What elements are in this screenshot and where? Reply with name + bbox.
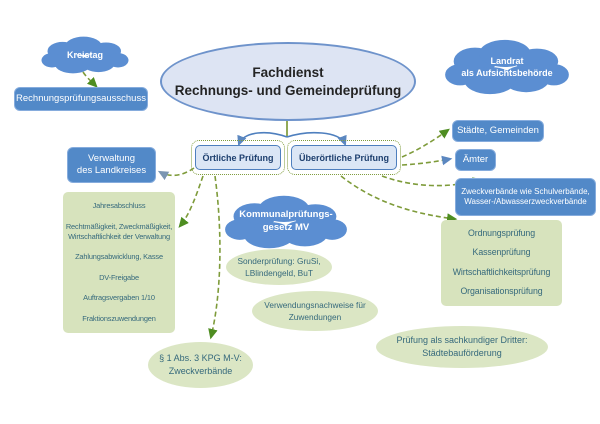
cloud-shape [225, 195, 347, 249]
ellipse-verwendungsnachweise: Verwendungsnachweise für Zuwendungen [252, 291, 378, 331]
cloud-kommunalpruefungsgesetz-label: Kommunalprüfungs- gesetz MV [239, 209, 333, 233]
ellipse-kpg-zweckverbaende: § 1 Abs. 3 KPG M-V: Zweckverbände [148, 342, 253, 388]
fachdienst-title-line2: Rechnungs- und Gemeindeprüfung [174, 82, 402, 98]
group-ueberoertliche-pruefung: Überörtliche Prüfung [287, 140, 401, 175]
cloud-shape [41, 36, 129, 74]
box-rechnungspruefungsausschuss-label: Rechnungsprüfungsausschuss [16, 92, 146, 104]
ellipse-sonderpruefung: Sonderprüfung: GruSi, LBlindengeld, BuT [226, 249, 332, 285]
box-rechnungspruefungsausschuss: Rechnungsprüfungsausschuss [14, 87, 148, 111]
panel-oertliche-aufgaben: Jahresabschluss Rechtmäßigkeit, Zweckmäß… [63, 192, 175, 333]
arrow-oertlich-to-kpg [208, 175, 221, 340]
arrow-oertlich-to-verwaltung [157, 167, 195, 181]
fachdienst-title-line1: Fachdienst [252, 64, 324, 80]
list-item: Ordnungsprüfung [468, 227, 535, 238]
box-zweckverbaende: Zweckverbände wie Schulverbände, Wasser-… [455, 178, 596, 216]
ellipse-kpg-zweckverbaende-label: § 1 Abs. 3 KPG M-V: Zweckverbände [159, 352, 242, 376]
ellipse-sonderpruefung-label: Sonderprüfung: GruSi, LBlindengeld, BuT [237, 255, 321, 278]
cloud-shape [445, 39, 569, 95]
box-oertliche-pruefung: Örtliche Prüfung [195, 145, 281, 170]
arrow-ueber-to-staedte [401, 128, 450, 158]
ellipse-sachkundiger-dritter-label: Prüfung als sachkundiger Dritter: Städte… [396, 334, 528, 358]
box-aemter: Ämter [455, 149, 496, 171]
list-item: Auftragsvergaben 1/10 [83, 293, 155, 303]
list-item: Fraktionszuwendungen [82, 313, 156, 323]
arrow-to-oertliche-pruefung [237, 131, 288, 147]
list-item: Organisationsprüfung [460, 286, 543, 297]
group-oertliche-pruefung: Örtliche Prüfung [191, 140, 285, 175]
box-staedte-gemeinden: Städte, Gemeinden [452, 120, 544, 142]
box-oertliche-pruefung-label: Örtliche Prüfung [202, 152, 274, 163]
box-staedte-gemeinden-label: Städte, Gemeinden [457, 124, 539, 136]
box-ueberoertliche-pruefung: Überörtliche Prüfung [291, 145, 397, 170]
list-item: Rechtmäßigkeit, Zweckmäßigkeit, Wirtscha… [65, 221, 173, 241]
arrow-kreistag-to-ausschuss [82, 71, 98, 88]
cloud-landrat-label: Landrat als Aufsichtsbehörde [461, 55, 553, 78]
list-item: DV-Freigabe [99, 272, 139, 282]
box-zweckverbaende-label: Zweckverbände wie Schulverbände, Wasser-… [461, 186, 590, 206]
box-aemter-label: Ämter [462, 153, 489, 165]
box-verwaltung-landkreis: Verwaltung des Landkreises [67, 147, 156, 183]
list-item: Wirtschaftlichkeitsprüfung [452, 266, 551, 277]
arrow-ueber-to-aemter [401, 155, 453, 166]
ellipse-sachkundiger-dritter: Prüfung als sachkundiger Dritter: Städte… [376, 326, 548, 368]
cloud-kreistag-label: Kreistag [66, 49, 103, 60]
cloud-kommunalpruefungsgesetz: Kommunalprüfungs- gesetz MV [223, 192, 349, 252]
list-item: Kassenprüfung [472, 247, 531, 258]
arrow-oertlich-to-left-panel [178, 175, 204, 228]
panel-ueberoertliche-aufgaben: Ordnungsprüfung Kassenprüfung Wirtschaft… [441, 220, 562, 306]
ellipse-verwendungsnachweise-label: Verwendungsnachweise für Zuwendungen [264, 299, 366, 322]
list-item: Jahresabschluss [92, 201, 146, 211]
node-fachdienst: Fachdienst Rechnungs- und Gemeindeprüfun… [160, 42, 416, 121]
arrow-ueber-to-right-panel [340, 175, 458, 223]
list-item: Zahlungsabwicklung, Kasse [75, 252, 163, 262]
cloud-kreistag: Kreistag [40, 34, 130, 76]
box-ueberoertliche-pruefung-label: Überörtliche Prüfung [298, 152, 389, 163]
box-verwaltung-landkreis-label: Verwaltung des Landkreises [76, 152, 147, 176]
cloud-landrat: Landrat als Aufsichtsbehörde [443, 36, 571, 98]
